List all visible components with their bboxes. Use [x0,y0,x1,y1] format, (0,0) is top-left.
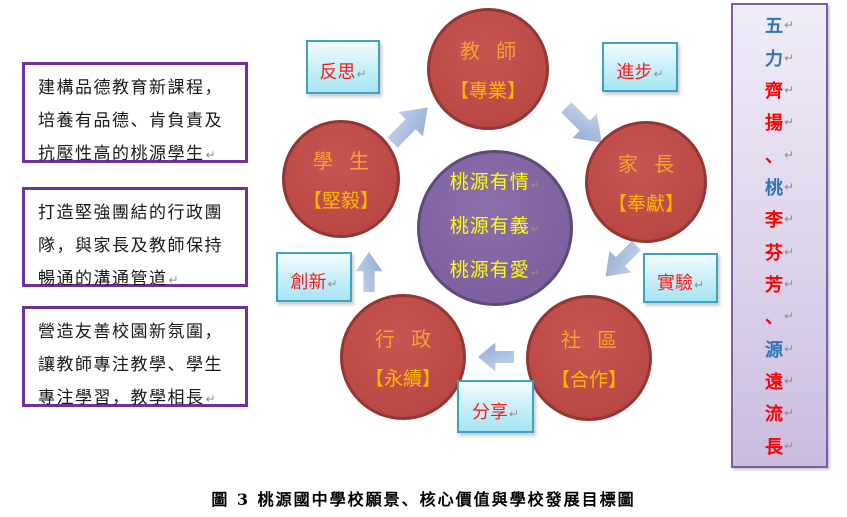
node-trait: 【合作】 [550,369,627,391]
cycle-label-progress: 進步↵ [602,42,678,92]
node-title: 行 政 [374,327,437,351]
paragraph-mark: ↵ [783,341,795,356]
node-student: 學 生 【堅毅】 [282,120,400,238]
goal-box-admin-team: 打造堅強團結的行政團 隊，與家長及教師保持 暢通的溝通管道↵ [22,187,248,289]
node-parent: 家 長 【奉獻】 [585,121,707,243]
node-trait: 【永續】 [364,368,441,390]
goal-box-campus: 營造友善校園新氛圍， 讓教師專注教學、學生 專注學習，教學相長↵ [22,306,248,408]
node-trait: 【堅毅】 [302,190,379,212]
goal-text-line: 打造堅強團結的行政團 [38,203,223,223]
banner-char-row: 流↵ [764,404,795,426]
paragraph-mark: ↵ [653,67,664,81]
paragraph-mark: ↵ [783,406,795,421]
goal-text-line: 營造友善校園新氛圍， [38,322,223,342]
banner-char-row: 、↵ [764,145,795,167]
node-teacher: 教 師 【專業】 [427,8,549,130]
figure-caption: 圖 3 桃源國中學校願景、核心價值與學校發展目標圖 [211,490,636,509]
node-title: 教 師 [459,39,522,63]
cycle-label-reflect: 反思↵ [306,40,380,94]
goal-text-line: 專注學習，教學相長↵ [38,388,218,408]
paragraph-mark: ↵ [783,374,795,389]
paragraph-mark: ↵ [783,244,795,259]
goal-text-line: 抗壓性高的桃源學生↵ [38,144,218,164]
vision-motto-banner: 五↵ 力↵ 齊↵ 揚↵ 、↵ 桃↵ 李↵ 芬↵ 芳↵ 、↵ 源↵ 遠↵ 流↵ 長… [731,3,828,468]
paragraph-mark: ↵ [783,438,795,453]
banner-char-row: 遠↵ [764,372,795,394]
paragraph-mark: ↵ [783,115,795,130]
node-trait: 【專業】 [449,80,526,102]
paragraph-mark: ↵ [530,180,541,191]
banner-char-row: 源↵ [764,339,795,361]
node-community: 社 區 【合作】 [526,295,652,421]
paragraph-mark: ↵ [783,82,795,97]
banner-char-row: 力↵ [764,48,795,70]
goal-text-line: 讓教師專注教學、學生 [38,355,223,375]
core-value-line: 桃源有情↵ [449,171,541,193]
cycle-label-experiment: 實驗↵ [643,253,718,303]
banner-char-row: 齊↵ [764,80,795,102]
cycle-label-innovate: 創新↵ [276,252,352,302]
banner-char-row: 芳↵ [764,275,795,297]
node-title: 社 區 [560,328,623,352]
node-admin: 行 政 【永續】 [340,294,466,420]
paragraph-mark: ↵ [783,309,795,324]
node-title: 學 生 [312,149,375,173]
core-value-line: 桃源有義↵ [449,215,541,237]
paragraph-mark: ↵ [783,277,795,292]
banner-char-row: 李↵ [764,210,795,232]
paragraph-mark: ↵ [783,18,795,33]
arrow-admin-to-student [355,252,383,292]
node-trait: 【奉獻】 [607,193,684,215]
goal-text-line: 隊，與家長及教師保持 [38,236,223,256]
banner-char-row: 、↵ [764,307,795,329]
paragraph-mark: ↵ [205,392,218,406]
core-value-line: 桃源有愛↵ [449,259,541,281]
banner-char-row: 芬↵ [764,242,795,264]
paragraph-mark: ↵ [168,273,181,287]
paragraph-mark: ↵ [530,268,541,279]
paragraph-mark: ↵ [783,179,795,194]
paragraph-mark: ↵ [783,212,795,227]
goal-text-line: 建構品德教育新課程， [38,78,223,98]
goal-text-line: 培養有品德、肯負責及 [38,111,223,131]
banner-char-row: 桃↵ [764,177,795,199]
banner-char-row: 揚↵ [764,113,795,135]
banner-char-row: 五↵ [764,16,795,38]
goal-text-line: 暢通的溝通管道↵ [38,269,181,289]
node-title: 家 長 [617,152,680,176]
paragraph-mark: ↵ [508,406,520,421]
paragraph-mark: ↵ [783,50,795,65]
paragraph-mark: ↵ [205,148,218,162]
cycle-label-share: 分享↵ [457,380,534,433]
paragraph-mark: ↵ [327,277,338,291]
paragraph-mark: ↵ [693,278,705,292]
paragraph-mark: ↵ [356,67,367,81]
paragraph-mark: ↵ [783,147,795,162]
banner-char-row: 長↵ [764,436,795,458]
paragraph-mark: ↵ [530,224,541,235]
core-values-circle: 桃源有情↵ 桃源有義↵ 桃源有愛↵ [417,150,573,306]
arrow-community-to-admin [478,342,514,372]
goal-box-students: 建構品德教育新課程， 培養有品德、肯負責及 抗壓性高的桃源學生↵ [22,62,248,164]
